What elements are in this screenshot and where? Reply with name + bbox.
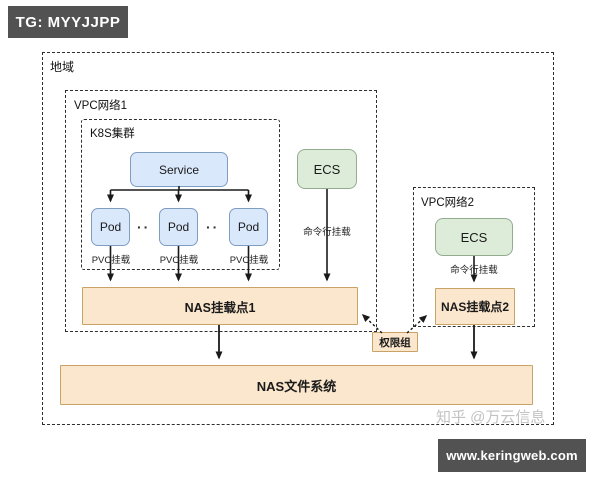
pvc-mount-label-3: PVC挂载: [229, 255, 269, 266]
pod-node-2-label: Pod: [167, 220, 190, 234]
cli-mount-label-vpc1: 命令行挂载: [303, 227, 351, 238]
watermark: 知乎 @万云信息: [436, 409, 546, 426]
region-box: [42, 52, 554, 425]
service-node-label: Service: [158, 162, 199, 177]
website-badge: www.keringweb.com: [438, 439, 586, 472]
ecs-node-vpc2: ECS: [435, 218, 513, 256]
nas-mount-point-1: NAS挂载点1: [82, 287, 358, 325]
vpc2-label: VPC网络2: [421, 197, 475, 209]
pod-node-1: Pod: [91, 208, 130, 246]
permission-group-node: 权限组: [372, 332, 418, 352]
ecs-node-vpc2-label: ECS: [460, 229, 488, 245]
ecs-node-vpc1: ECS: [297, 149, 357, 189]
pod-node-1-label: Pod: [99, 220, 122, 234]
tg-badge-label: TG: MYYJJPP: [15, 13, 121, 31]
permission-group-label: 权限组: [379, 336, 411, 349]
pod-node-2: Pod: [159, 208, 198, 246]
k8s-cluster-label: K8S集群: [90, 128, 135, 140]
vpc1-label: VPC网络1: [74, 100, 128, 112]
service-node: Service: [130, 152, 228, 187]
ecs-node-vpc1-label: ECS: [313, 161, 341, 177]
region-label: 地域: [50, 60, 75, 74]
nas-mount-point-2: NAS挂载点2: [435, 288, 515, 325]
nas-mount-point-1-label: NAS挂载点1: [184, 300, 256, 315]
tg-badge: TG: MYYJJPP: [8, 6, 128, 38]
cli-mount-label-vpc2: 命令行挂载: [450, 265, 498, 276]
nas-mount-point-2-label: NAS挂载点2: [440, 300, 509, 314]
pod-node-3-label: Pod: [237, 220, 260, 234]
nas-filesystem-node: NAS文件系统: [60, 365, 533, 405]
pod-ellipsis-2: ··: [206, 219, 220, 235]
pod-ellipsis-1: ··: [137, 219, 151, 235]
vpc1-box: [65, 90, 377, 332]
pvc-mount-label-2: PVC挂载: [159, 255, 199, 266]
pvc-mount-label-1: PVC挂载: [91, 255, 131, 266]
nas-filesystem-label: NAS文件系统: [256, 378, 337, 394]
website-badge-label: www.keringweb.com: [446, 448, 578, 463]
pod-node-3: Pod: [229, 208, 268, 246]
k8s-cluster-box: [81, 119, 280, 270]
